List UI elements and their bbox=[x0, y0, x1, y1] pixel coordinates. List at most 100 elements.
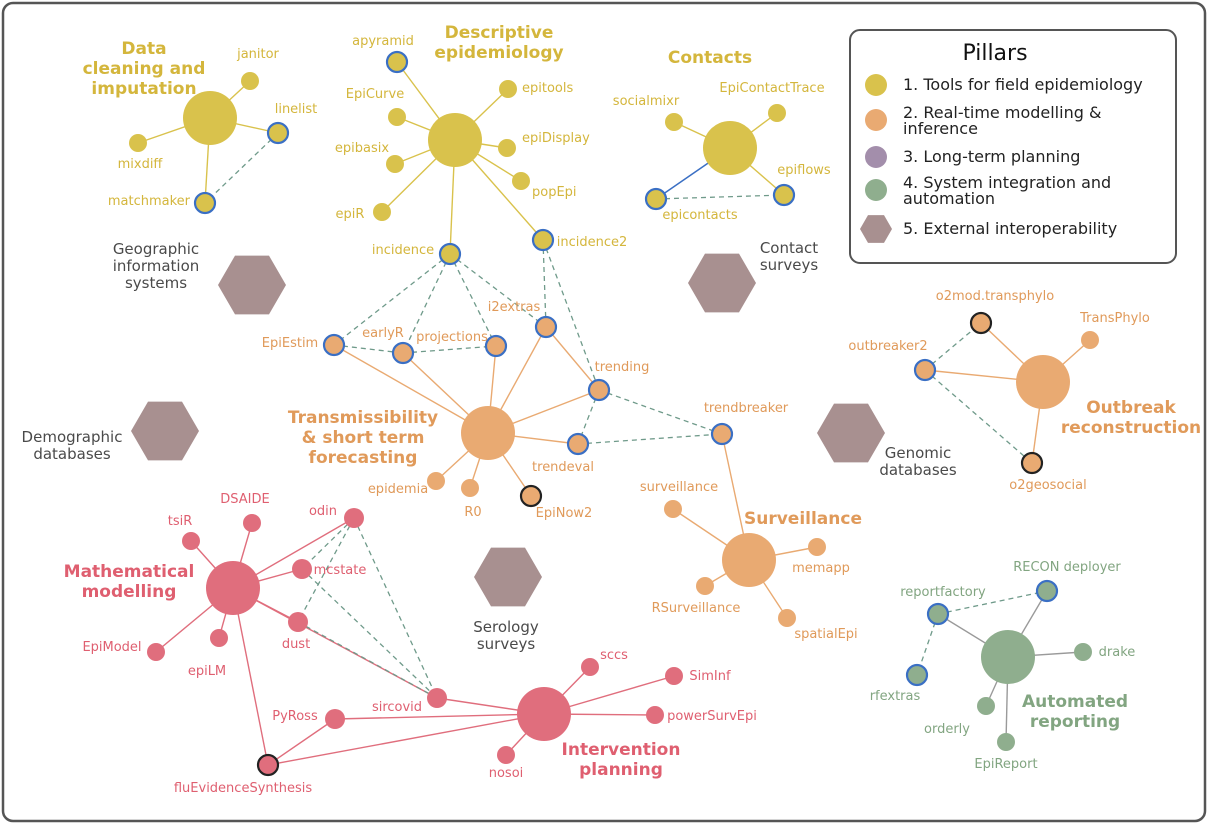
legend-swatch-p2 bbox=[865, 109, 887, 131]
node-epidemia bbox=[427, 472, 445, 490]
node-label-popepi: popEpi bbox=[532, 185, 577, 200]
node-sircovid bbox=[427, 688, 447, 708]
cluster-label-line: epidemiology bbox=[434, 43, 563, 63]
cluster-label-line: forecasting bbox=[309, 448, 418, 468]
node-label-trendbreaker: trendbreaker bbox=[704, 401, 789, 416]
node-label-janitor: janitor bbox=[236, 47, 279, 62]
node-label-spatialepi: spatialEpi bbox=[794, 627, 857, 642]
node-socialmixr bbox=[665, 113, 683, 131]
edge-trendeval-trendbreaker bbox=[577, 433, 723, 445]
node-label-surveillance: surveillance bbox=[640, 480, 718, 495]
node-label-o2geosocial: o2geosocial bbox=[1009, 478, 1087, 493]
node-label-siminf: SimInf bbox=[689, 669, 731, 684]
node-label-epireport: EpiReport bbox=[974, 757, 1037, 772]
node-label-incidence2: incidence2 bbox=[557, 235, 628, 250]
node-epireport bbox=[997, 733, 1015, 751]
node-orderly bbox=[977, 697, 995, 715]
edge-incidence2-i2extras bbox=[542, 239, 547, 328]
cluster-label-line: cleaning and bbox=[83, 59, 206, 79]
hexagon-label-line: surveys bbox=[760, 256, 818, 274]
node-memapp bbox=[808, 538, 826, 556]
node-label-sccs: sccs bbox=[600, 648, 628, 663]
node-label-sircovid: sircovid bbox=[372, 700, 422, 715]
cluster-label-line: modelling bbox=[82, 582, 177, 602]
node-label-socialmixr: socialmixr bbox=[613, 94, 680, 109]
edge-linelist-matchmaker bbox=[204, 132, 279, 204]
node-earlyr bbox=[391, 341, 415, 365]
node-label-transphylo: TransPhylo bbox=[1079, 311, 1150, 326]
node-linelist bbox=[266, 121, 290, 145]
node-label-epibasix: epibasix bbox=[335, 141, 389, 156]
cluster-label-line: reporting bbox=[1030, 712, 1120, 732]
node-label-o2mod-transphylo: o2mod.transphylo bbox=[936, 289, 1054, 304]
node-powersurvepi bbox=[646, 706, 664, 724]
edge-incidence-projections bbox=[449, 253, 497, 347]
legend-swatch-p5 bbox=[860, 215, 892, 243]
node-label-epicurve: EpiCurve bbox=[346, 87, 404, 102]
edge-i2extras-trending bbox=[545, 326, 600, 391]
node-recon-deployer bbox=[1035, 579, 1059, 603]
node-label-rfextras: rfextras bbox=[870, 689, 921, 704]
hexagon-label-line: Genomic bbox=[885, 444, 952, 462]
node-label-r0: R0 bbox=[464, 505, 481, 520]
node-label-epidisplay: epiDisplay bbox=[522, 131, 590, 146]
node-epiflows bbox=[772, 183, 796, 207]
legend-label-p3: 3. Long-term planning bbox=[903, 147, 1080, 166]
node-label-epicontacttrace: EpiContactTrace bbox=[719, 81, 824, 96]
node-surveillance bbox=[664, 500, 682, 518]
node-epitools bbox=[499, 80, 517, 98]
hexagon-label-line: Contact bbox=[760, 239, 818, 257]
edge-outbreaker2-o2mod-transphylo bbox=[924, 322, 982, 371]
hexagon-label-line: Geographic bbox=[113, 240, 199, 258]
node-rsurveillance bbox=[696, 577, 714, 595]
cluster-label-line: reconstruction bbox=[1061, 418, 1201, 438]
node-rfextras bbox=[905, 663, 929, 687]
node-incidence2 bbox=[531, 228, 555, 252]
node-label-projections: projections bbox=[416, 330, 488, 345]
node-projections bbox=[484, 334, 508, 358]
node-incidence bbox=[438, 242, 462, 266]
node-label-epidemia: epidemia bbox=[368, 482, 428, 497]
node-epir bbox=[373, 203, 391, 221]
edge-odin-sircovid bbox=[353, 517, 438, 699]
hub-node-hub-contacts bbox=[703, 121, 757, 175]
node-label-reportfactory: reportfactory bbox=[900, 585, 986, 600]
node-label-dust: dust bbox=[282, 637, 310, 652]
node-sccs bbox=[581, 658, 599, 676]
node-mcstate bbox=[292, 559, 312, 579]
node-label-epir: epiR bbox=[336, 207, 365, 222]
node-epiestim bbox=[322, 333, 346, 357]
legend-label-p5: 5. External interoperability bbox=[903, 219, 1117, 238]
hexagon-genomic bbox=[817, 403, 885, 463]
legend-label-line: automation bbox=[903, 189, 995, 208]
legend-label-line: inference bbox=[903, 119, 978, 138]
edge-incidence-epiestim bbox=[333, 253, 451, 346]
edge-reportfactory-recon-deployer bbox=[937, 590, 1048, 615]
cluster-label-line: Contacts bbox=[668, 48, 752, 68]
node-epicontacts bbox=[644, 187, 668, 211]
node-epidisplay bbox=[498, 139, 516, 157]
node-epicontacttrace bbox=[768, 104, 786, 122]
node-trendeval bbox=[566, 432, 590, 456]
hub-node-hub-automated bbox=[981, 630, 1035, 684]
hub-node-hub-cleaning bbox=[183, 91, 237, 145]
hexagon-label-line: information bbox=[113, 257, 200, 275]
edge-epiestim-earlyr bbox=[333, 344, 404, 354]
node-label-drake: drake bbox=[1099, 645, 1136, 660]
node-label-memapp: memapp bbox=[792, 561, 850, 576]
nodes-layer bbox=[129, 50, 1099, 777]
legend-box bbox=[849, 29, 1177, 264]
legend-label-p1: 1. Tools for field epidemiology bbox=[903, 75, 1143, 94]
node-mixdiff bbox=[129, 134, 147, 152]
node-popepi bbox=[512, 172, 530, 190]
legend-swatch-p1 bbox=[865, 74, 887, 96]
node-label-epitools: epitools bbox=[522, 81, 573, 96]
